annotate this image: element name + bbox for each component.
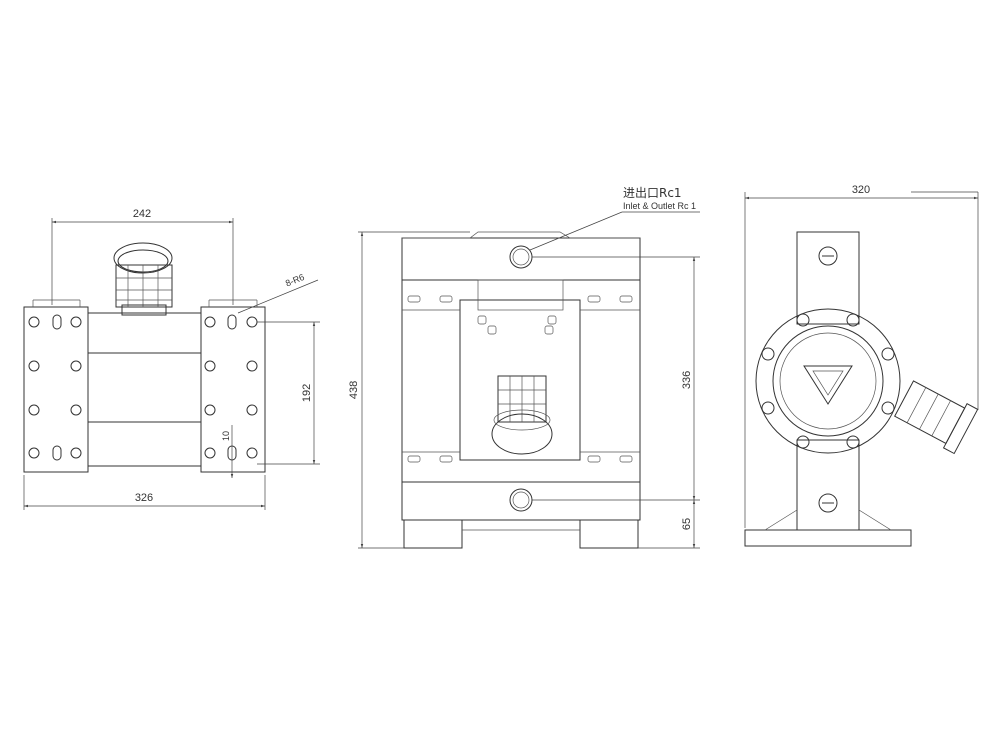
side-top-manifold [796, 231, 860, 325]
triangle-logo [803, 365, 853, 405]
top-manifold [401, 237, 641, 281]
dim-base-height: 65 [681, 518, 693, 530]
dim-slot: 10 [221, 431, 231, 441]
muffler-top [113, 242, 173, 316]
dim-bottom-width: 326 [135, 492, 153, 504]
bottom-manifold [401, 481, 641, 521]
diaphragm-flange [755, 308, 901, 454]
foot-right [579, 519, 639, 549]
dim-side-width: 320 [852, 184, 870, 196]
right-flange [200, 306, 266, 473]
muffler-side [894, 380, 979, 455]
foot-left [403, 519, 463, 549]
dim-overall-height: 438 [348, 381, 360, 399]
callout-inlet-outlet-en: Inlet & Outlet Rc 1 [623, 201, 696, 211]
dim-hole-spacing: 192 [301, 384, 313, 402]
left-flange [23, 306, 89, 473]
side-view: 320 [744, 184, 979, 547]
dim-top-width: 242 [133, 208, 151, 220]
flange-holes [28, 314, 258, 461]
callout-inlet-outlet-cn: 进出口Rc1 [623, 186, 682, 200]
dim-port-spacing: 336 [681, 371, 693, 389]
muffler-front [491, 375, 553, 455]
top-view: 242 326 192 10 8-R6 [23, 208, 320, 510]
side-base [744, 529, 912, 547]
front-view: 438 336 65 进出口Rc1 Inlet & Outlet Rc 1 [348, 186, 700, 549]
